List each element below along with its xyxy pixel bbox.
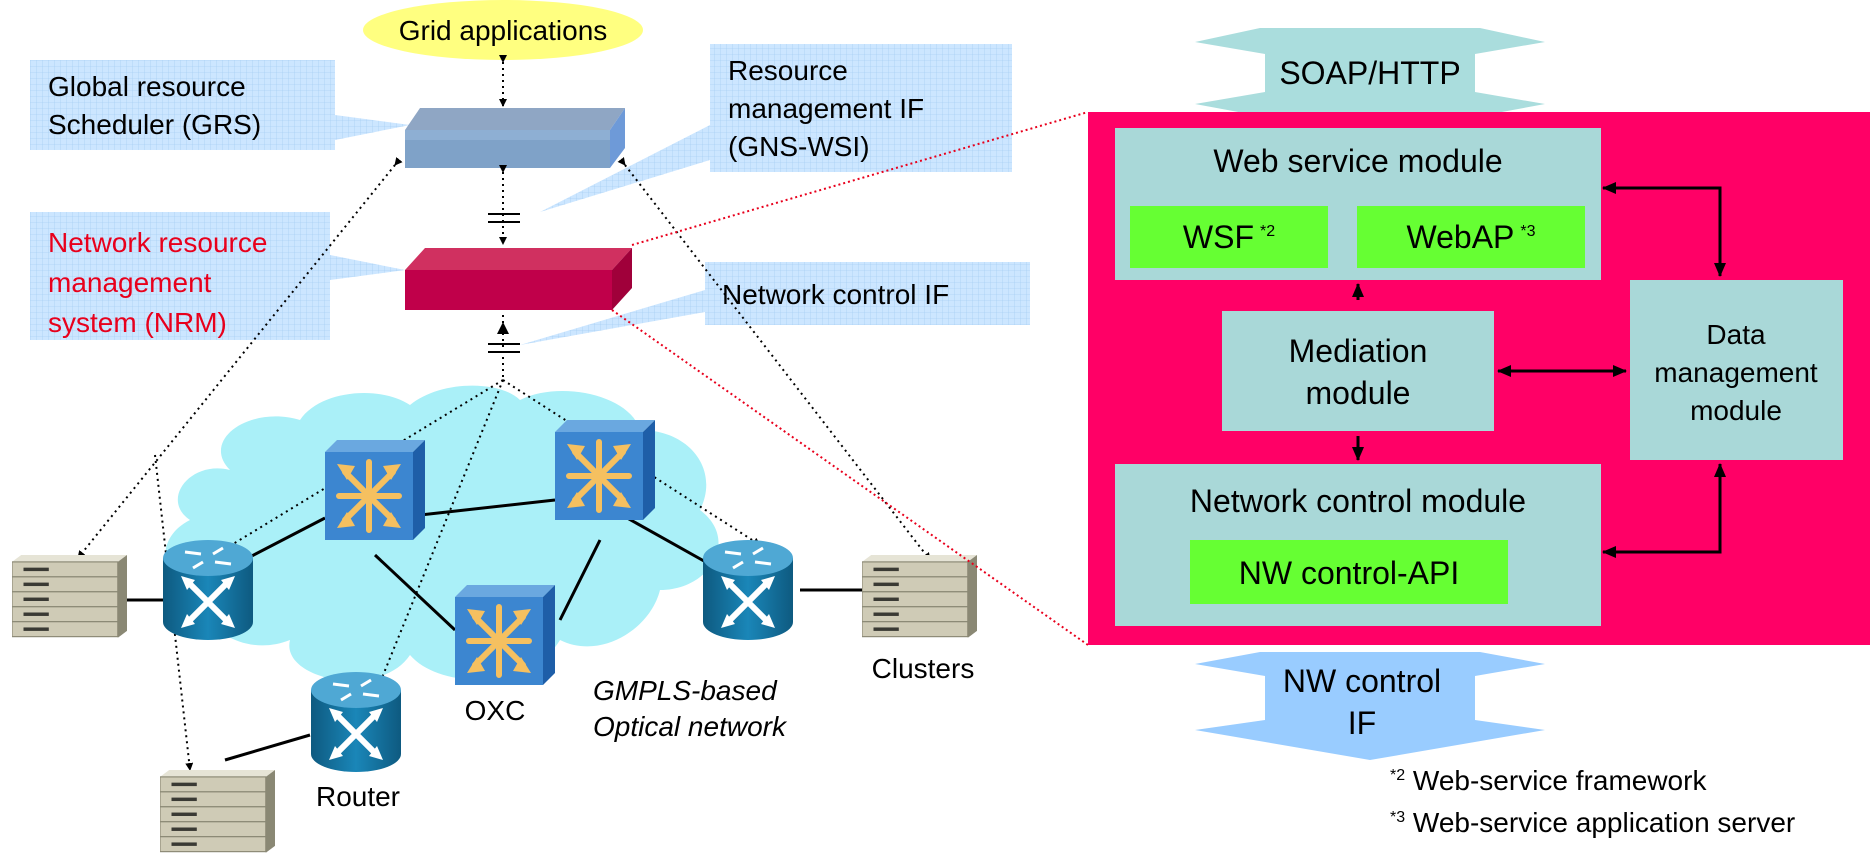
wsf-box <box>1130 206 1328 268</box>
nrm-callout: Network resource management system (NRM) <box>30 212 405 340</box>
nrm-label-line3: system (NRM) <box>48 307 227 338</box>
router-icon-right <box>703 540 793 640</box>
oxc-icon-bottom <box>455 585 555 685</box>
router-icon-bottom <box>311 672 401 772</box>
data-management-module: Data management module <box>1630 280 1843 460</box>
network-control-module-label: Network control module <box>1190 483 1526 519</box>
grs-block <box>405 108 625 168</box>
resource-if-line3: (GNS-WSI) <box>728 131 870 162</box>
server-stack-icon-left <box>12 555 127 639</box>
grid-applications-ellipse: Grid applications <box>363 0 643 60</box>
soap-http-label: SOAP/HTTP <box>1279 55 1460 91</box>
server-stack-icon-bottom <box>160 770 275 854</box>
nw-control-api-box <box>1190 540 1508 604</box>
grid-applications-label: Grid applications <box>399 15 608 46</box>
server-stack-icon-right <box>862 555 977 639</box>
nrm-label-line2: management <box>48 267 212 298</box>
gmpls-label-line1: GMPLS-based <box>593 675 778 706</box>
router-label: Router <box>316 781 400 812</box>
grs-callout: Global resource Scheduler (GRS) <box>30 60 410 150</box>
network-control-module: Network control module NW control-API <box>1115 464 1601 626</box>
nrm-label-line1: Network resource <box>48 227 267 258</box>
data-management-line2: management <box>1654 357 1818 388</box>
grs-label-line2: Scheduler (GRS) <box>48 109 261 140</box>
mediation-label-line1: Mediation <box>1289 333 1428 369</box>
zoom-lines <box>611 111 1089 646</box>
footnote-2: *2 Web-service framework <box>1390 765 1707 796</box>
gmpls-label-line2: Optical network <box>593 711 788 742</box>
mediation-label-line2: module <box>1306 375 1411 411</box>
footnote-3: *3 Web-service application server <box>1390 807 1795 838</box>
network-control-if-label: Network control IF <box>722 279 949 310</box>
nw-control-if-line1: NW control <box>1283 663 1441 699</box>
footnotes: *2 Web-service framework *3 Web-service … <box>1390 765 1795 838</box>
nw-control-api-label: NW control-API <box>1239 555 1459 591</box>
oxc-icon-right <box>555 420 655 520</box>
clusters-label: Clusters <box>872 653 975 684</box>
soap-http-arrow: SOAP/HTTP <box>1195 28 1545 116</box>
webap-label: WebAP*3 <box>1406 219 1535 255</box>
router-icon-left <box>163 540 253 640</box>
web-service-module-label: Web service module <box>1213 143 1502 179</box>
nw-control-if-line2: IF <box>1348 705 1376 741</box>
mediation-module: Mediation module <box>1222 311 1494 431</box>
grs-label-line1: Global resource <box>48 71 246 102</box>
oxc-label: OXC <box>465 695 526 726</box>
data-management-line1: Data <box>1706 319 1766 350</box>
module-arrows <box>1352 182 1726 558</box>
data-management-line3: module <box>1690 395 1782 426</box>
nw-control-if-arrow: NW control IF <box>1195 652 1545 760</box>
webap-box <box>1357 206 1585 268</box>
oxc-icon-left <box>325 440 425 540</box>
resource-if-line2: management IF <box>728 93 924 124</box>
interface-marks <box>488 213 520 353</box>
wsf-label: WSF*2 <box>1183 219 1275 255</box>
web-service-module: Web service module WSF*2 WebAP*3 <box>1115 128 1601 280</box>
nrm-block <box>405 248 632 310</box>
resource-if-line1: Resource <box>728 55 848 86</box>
